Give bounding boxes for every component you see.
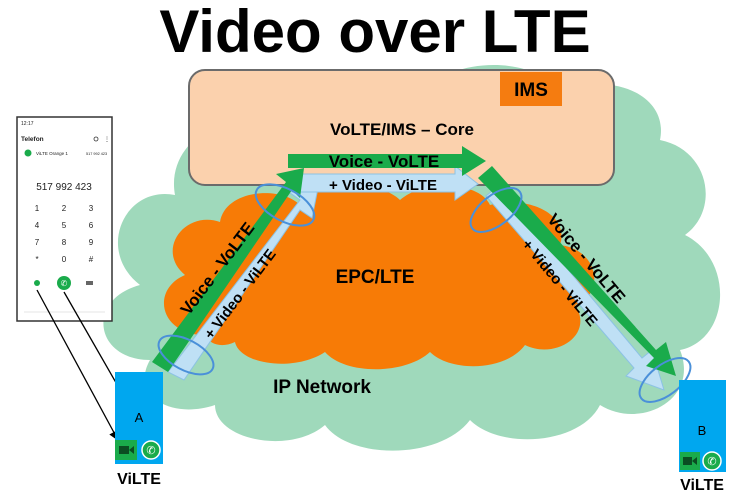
bearer-ring-top-left: [254, 183, 316, 227]
voice-stream-top: [288, 146, 486, 176]
more-icon[interactable]: ⋮: [104, 137, 110, 143]
svg-text:✆: ✆: [707, 456, 716, 468]
phone-contact-number: 517 992 423: [86, 152, 107, 156]
phone-dialed-number: 517 992 423: [36, 182, 92, 193]
ip-network-label: IP Network: [273, 377, 371, 398]
video-label-top: + Video - ViLTE: [329, 177, 437, 194]
phone-icon: [141, 440, 161, 460]
bearer-rings: [157, 183, 692, 403]
ims-core-label: VoLTE/IMS – Core: [330, 120, 474, 139]
bearer-ring-bottom-right: [638, 357, 692, 403]
svg-text:✆: ✆: [146, 445, 155, 457]
phone-app-title: Telefon: [21, 136, 44, 143]
bearer-ring-bottom-left: [157, 334, 215, 376]
keypad-key-4[interactable]: 5: [62, 221, 67, 230]
keypad-key-8[interactable]: 9: [89, 238, 94, 247]
keypad-key-0[interactable]: 1: [35, 204, 40, 213]
backspace-icon[interactable]: [86, 281, 93, 285]
phone-status-time: 12:17: [21, 121, 34, 127]
device-b: B ✆ ViLTE: [679, 380, 726, 494]
phone-screenshot: 12:17 Telefon ⋮ ViLTE Orange 1 517 992 4…: [16, 116, 113, 322]
device-a-letter: A: [135, 410, 144, 425]
voice-label-top: Voice - VoLTE: [329, 152, 440, 171]
call-icon[interactable]: [57, 276, 71, 290]
call-glyph: ✆: [61, 279, 68, 288]
keypad-key-2[interactable]: 3: [89, 204, 94, 213]
keypad-key-10[interactable]: 0: [62, 255, 67, 264]
keypad-key-6[interactable]: 7: [35, 238, 40, 247]
ims-badge: [500, 72, 562, 106]
contact-avatar: [24, 149, 32, 157]
phone-keypad: 1 2 3 4 5 6 7 8 9 * 0 #: [35, 204, 94, 264]
device-a: A ✆ ViLTE: [115, 372, 163, 488]
search-icon[interactable]: [93, 136, 99, 142]
phone-contact-name: ViLTE Orange 1: [36, 151, 68, 156]
bearer-ring-top-right: [469, 187, 523, 233]
phone-icon: [702, 451, 722, 471]
keypad-key-9[interactable]: *: [35, 255, 38, 264]
voice-stream-left: [152, 168, 304, 372]
video-stream-top: [291, 164, 479, 201]
device-b-letter: B: [698, 423, 707, 438]
keypad-key-3[interactable]: 4: [35, 221, 40, 230]
pointer-line-video: [36, 289, 119, 441]
keypad-key-5[interactable]: 6: [89, 221, 94, 230]
video-call-icon[interactable]: [34, 280, 40, 286]
voice-stream-right: [478, 166, 676, 376]
diagram-title: Video over LTE: [159, 0, 590, 65]
epc-lte-label: EPC/LTE: [336, 267, 415, 288]
keypad-key-11[interactable]: #: [89, 255, 94, 264]
video-stream-left: [167, 187, 319, 381]
ims-badge-label: IMS: [514, 80, 548, 101]
keypad-key-1[interactable]: 2: [62, 204, 67, 213]
keypad-key-7[interactable]: 8: [62, 238, 67, 247]
device-b-caption: ViLTE: [680, 477, 724, 494]
device-a-caption: ViLTE: [117, 471, 161, 488]
